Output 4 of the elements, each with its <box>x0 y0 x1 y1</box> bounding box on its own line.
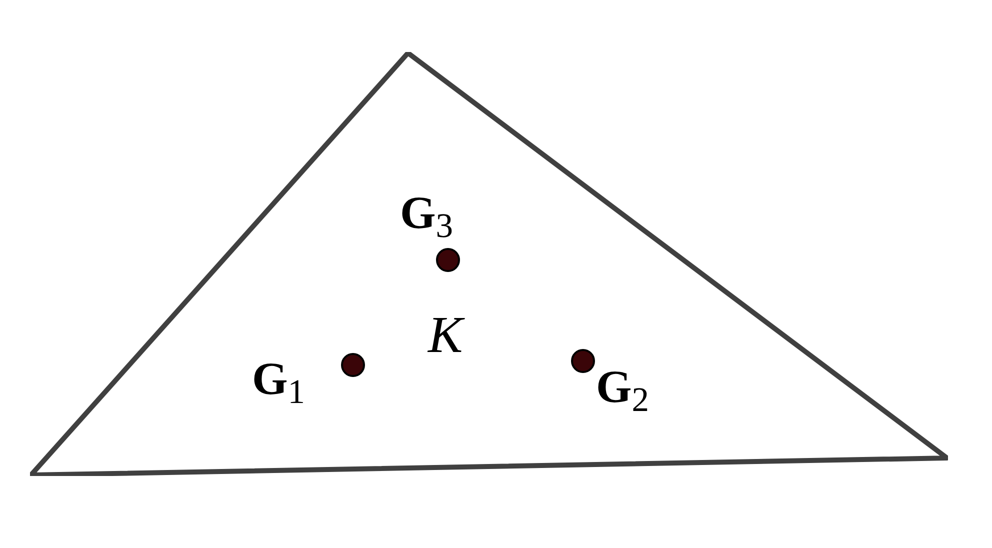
point-label: G$_{3}$ <box>400 190 454 236</box>
point-label: G$_{2}$ <box>596 364 650 410</box>
region-label: K <box>428 310 463 362</box>
point-label: G$_{1}$ <box>252 356 306 402</box>
